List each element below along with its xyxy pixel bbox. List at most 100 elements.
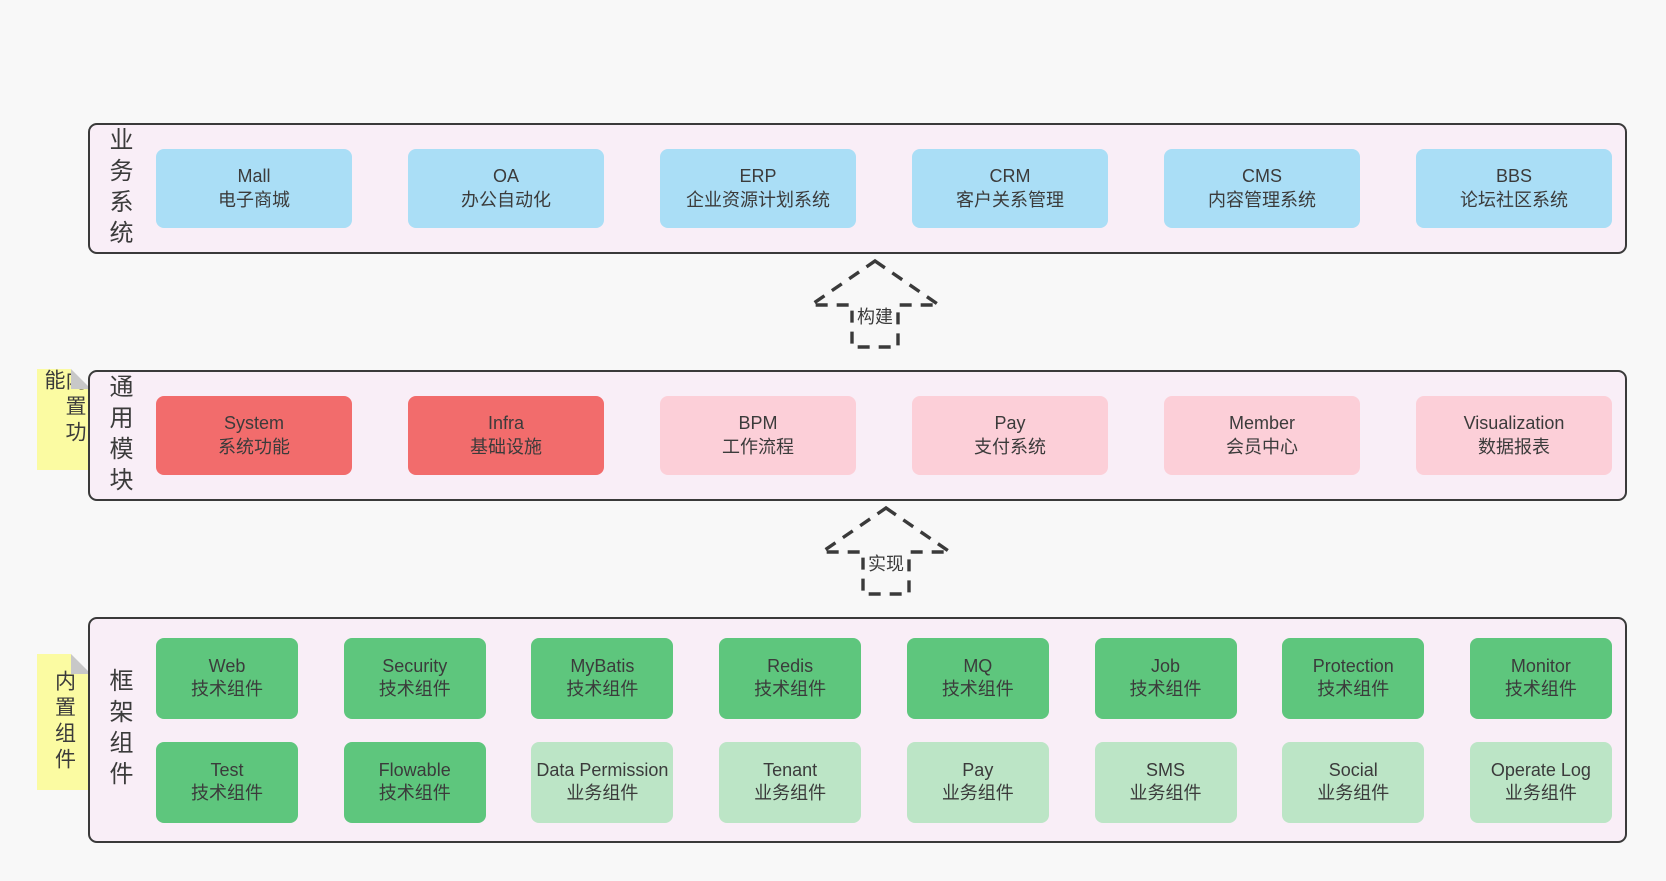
box-subtitle: 支付系统 (974, 436, 1046, 457)
box-subtitle: 业务组件 (941, 783, 1014, 803)
box-subtitle: 办公自动化 (461, 189, 551, 210)
box-subtitle: 技术组件 (1317, 679, 1390, 699)
note-fold-corner (71, 654, 91, 674)
up-block-arrow-icon (816, 505, 956, 596)
sticky-note-built-in-features: 内置功能 (37, 369, 91, 470)
box-subtitle: 业务组件 (1504, 783, 1577, 803)
box-subtitle: 技术组件 (1129, 679, 1202, 699)
box-subtitle: 电子商城 (218, 189, 290, 210)
box-subtitle: 会员中心 (1226, 436, 1298, 457)
arrow-label: 构建 (854, 301, 896, 330)
box-title: Job (1151, 655, 1181, 676)
box-subtitle: 技术组件 (191, 679, 263, 699)
module-box-social: Social 业务组件 (1282, 741, 1425, 823)
box-title: Redis (767, 655, 814, 676)
sticky-note-built-in-components: 内置组件 (37, 654, 91, 790)
box-title: Tenant (763, 759, 818, 780)
box-subtitle: 技术组件 (1504, 679, 1577, 699)
box-title: Monitor (1510, 655, 1571, 676)
box-title: Operate Log (1490, 759, 1591, 780)
panel-label: 框架组件 (105, 668, 132, 792)
module-box-job: Job 技术组件 (1094, 637, 1237, 719)
box-subtitle: 业务组件 (754, 783, 827, 803)
module-box-flowable: Flowable 技术组件 (343, 741, 486, 823)
box-title: Protection (1312, 655, 1394, 676)
box-title: Data Permission (536, 759, 669, 780)
box-subtitle: 技术组件 (941, 679, 1014, 699)
box-subtitle: 业务组件 (1317, 783, 1390, 803)
box-subtitle: 工作流程 (722, 436, 794, 457)
arrow-implement: 实现 (806, 505, 966, 597)
box-title: Flowable (378, 759, 451, 780)
box-title: Visualization (1463, 413, 1565, 434)
module-box-mq: MQ 技术组件 (906, 637, 1049, 719)
box-title: Test (210, 759, 244, 780)
box-title: Infra (487, 413, 525, 434)
module-box-security: Security 技术组件 (343, 637, 486, 719)
box-subtitle: 企业资源计划系统 (686, 189, 830, 210)
panel-label: 通用模块 (105, 373, 132, 498)
box-title: MQ (963, 655, 993, 676)
module-box-tenant: Tenant 业务组件 (719, 741, 862, 823)
arrow-label: 实现 (865, 548, 907, 577)
box-title: Member (1228, 413, 1295, 434)
box-subtitle: 业务组件 (566, 783, 639, 803)
box-title: Mall (237, 166, 271, 187)
up-block-arrow-icon (805, 258, 945, 349)
box-title: MyBatis (570, 655, 635, 676)
panel-label: 业务系统 (105, 126, 132, 251)
box-subtitle: 客户关系管理 (956, 189, 1064, 210)
box-title: System (223, 413, 284, 434)
module-box-monitor: Monitor 技术组件 (1469, 637, 1612, 719)
box-title: Pay (962, 759, 994, 780)
box-subtitle: 基础设施 (470, 436, 542, 457)
box-subtitle: 论坛社区系统 (1460, 189, 1568, 210)
box-subtitle: 业务组件 (1129, 783, 1202, 803)
box-subtitle: 内容管理系统 (1208, 189, 1316, 210)
box-title: CMS (1242, 166, 1282, 187)
box-subtitle: 技术组件 (378, 783, 451, 803)
module-box-test: Test 技术组件 (156, 741, 298, 823)
box-subtitle: 系统功能 (218, 436, 290, 457)
arrow-build: 构建 (795, 258, 955, 350)
module-box-protection: Protection 技术组件 (1282, 637, 1425, 719)
box-title: Pay (994, 413, 1026, 434)
module-box-web: Web 技术组件 (156, 637, 298, 719)
box-title: ERP (739, 166, 777, 187)
module-box-data-permission: Data Permission 业务组件 (531, 741, 674, 823)
box-title: BBS (1495, 166, 1533, 187)
box-title: BPM (738, 413, 778, 434)
module-box-pay: Pay 业务组件 (906, 741, 1049, 823)
box-subtitle: 技术组件 (191, 783, 263, 803)
box-title: Web (208, 655, 246, 676)
box-subtitle: 技术组件 (378, 679, 451, 699)
note-label: 内置组件 (52, 670, 76, 774)
box-title: Social (1328, 759, 1378, 780)
box-title: Security (382, 655, 448, 676)
